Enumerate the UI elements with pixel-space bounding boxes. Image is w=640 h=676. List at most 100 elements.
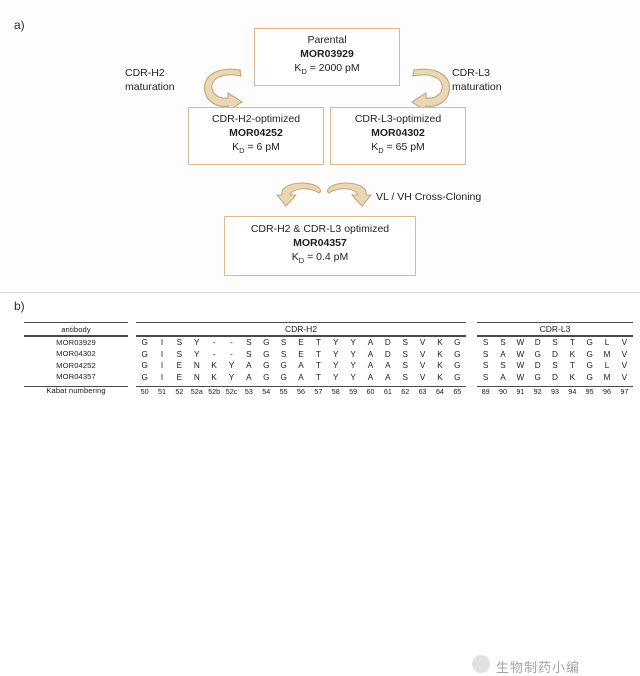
node-parental-title: Parental <box>307 34 347 47</box>
residue-cell: G <box>280 372 287 382</box>
rule-ab-head <box>24 335 128 337</box>
kd-d: D <box>301 67 307 77</box>
residue-cell: K <box>211 372 217 382</box>
residue-cell: E <box>176 361 183 371</box>
residue-cell: N <box>193 361 200 371</box>
label-cdr-l3-maturation-line1: CDR-L3 <box>452 67 490 79</box>
kabat-number-cell: 58 <box>331 387 340 397</box>
kd-k: K <box>291 251 299 264</box>
residue-cell: Y <box>350 349 356 359</box>
residue-cell: D <box>534 338 541 347</box>
residue-cell: A <box>385 372 391 382</box>
panel-b-label: b) <box>14 299 25 313</box>
residue-cell: D <box>384 349 391 359</box>
residue-cell: G <box>454 361 461 371</box>
residue-cell: A <box>367 349 374 359</box>
antibody-name: MOR04357 <box>56 372 96 382</box>
residue-cell: S <box>500 361 506 371</box>
residue-cell: Y <box>332 338 339 347</box>
residue-cell: S <box>246 338 252 347</box>
rule-ab-bottom <box>24 386 128 388</box>
residue-cell: Y <box>332 349 339 359</box>
kd-k: K <box>232 141 240 154</box>
residue-cell: S <box>402 349 408 359</box>
residue-cell: K <box>437 349 443 359</box>
node-l3-title: CDR-L3-optimized <box>354 113 442 126</box>
residue-cell: G <box>141 372 148 382</box>
label-cdr-l3-maturation: CDR-L3 maturation <box>452 66 547 94</box>
label-cdr-h2-maturation-line2: maturation <box>125 81 175 93</box>
residue-cell: E <box>176 372 183 382</box>
kabat-number-cell: 57 <box>314 387 323 397</box>
residue-cell: A <box>385 361 391 371</box>
kd-d: D <box>239 146 245 156</box>
residue-cell: A <box>246 372 252 382</box>
figure-root: a) Parental MOR03929 KD = 2000 pM CDR-H2… <box>0 18 640 676</box>
residue-cell: D <box>552 349 558 359</box>
node-h2-title: CDR-H2-optimized <box>211 113 301 126</box>
kabat-number-cell: 65 <box>453 387 462 397</box>
residue-cell: S <box>482 338 489 347</box>
residue-cell: T <box>315 338 321 347</box>
node-cdr-l3-optimized: CDR-L3-optimized MOR04302 KD = 65 pM <box>330 107 466 165</box>
residue-cell: G <box>586 338 593 347</box>
rule-h2-top <box>136 322 466 323</box>
residue-cell: Y <box>194 349 200 359</box>
residue-cell: V <box>419 338 426 347</box>
kabat-number-cell: 94 <box>568 387 577 397</box>
label-cross-cloning: VL / VH Cross-Cloning <box>376 191 482 203</box>
node-h2-id: MOR04252 <box>229 127 283 140</box>
kd-d: D <box>298 256 305 266</box>
residue-cell: G <box>263 349 270 359</box>
residue-cell: S <box>402 372 408 382</box>
rule-h2-bottom <box>136 386 466 388</box>
kabat-number-cell: 61 <box>383 387 392 397</box>
kabat-number-cell: 90 <box>498 387 507 397</box>
residue-cell: K <box>569 349 576 359</box>
residue-cell: I <box>160 349 164 359</box>
residue-cell: W <box>516 338 525 347</box>
node-parental-kd: KD = 2000 pM <box>294 61 359 79</box>
kabat-number-cell: 54 <box>262 387 271 397</box>
residue-cell: G <box>454 338 461 347</box>
antibody-name: MOR04302 <box>56 349 96 359</box>
residue-cell: Y <box>332 372 339 382</box>
panel-b: b) CDR-H2 CDR-L3 antibody MOR03929 <box>0 292 640 676</box>
residue-cell: S <box>552 361 558 371</box>
residue-cell: G <box>141 349 148 359</box>
label-cdr-h2-maturation-line1: CDR-H2 <box>125 67 165 79</box>
residue-cell: D <box>534 361 541 371</box>
residue-cell: S <box>552 338 558 347</box>
residue-cell: Y <box>350 361 356 371</box>
label-cdr-h2-maturation: CDR-H2 maturation <box>125 66 215 94</box>
residue-cell: Y <box>194 338 200 347</box>
node-l3-id: MOR04302 <box>371 127 425 140</box>
residue-cell: S <box>246 349 252 359</box>
residue-cell: A <box>367 361 374 371</box>
residue-cell: L <box>604 361 610 371</box>
residue-cell: K <box>437 372 443 382</box>
residue-cell: G <box>586 361 593 371</box>
residue-cell: D <box>384 338 391 347</box>
residue-cell: E <box>298 338 304 347</box>
rule-l3-top <box>477 322 633 323</box>
sequence-table: CDR-H2 CDR-L3 antibody MOR03929 MOR04302… <box>0 293 640 676</box>
residue-cell: S <box>280 349 287 359</box>
residue-cell: V <box>621 372 628 382</box>
kabat-number-cell: 53 <box>244 387 253 397</box>
residue-cell: M <box>603 349 611 359</box>
node-parental: Parental MOR03929 KD = 2000 pM <box>254 28 400 86</box>
residue-cell: S <box>482 349 489 359</box>
residue-cell: V <box>419 349 426 359</box>
residue-cell: S <box>402 361 408 371</box>
kd-val: = 6 pM <box>244 141 280 154</box>
kabat-number-cell: 92 <box>533 387 542 397</box>
kabat-number-cell: 52 <box>175 387 184 397</box>
residue-cell: A <box>500 349 506 359</box>
antibody-name: MOR03929 <box>56 337 96 347</box>
residue-cell: K <box>437 361 443 371</box>
node-h2-kd: KD = 6 pM <box>232 140 280 158</box>
antibody-column-header: antibody <box>61 325 91 334</box>
